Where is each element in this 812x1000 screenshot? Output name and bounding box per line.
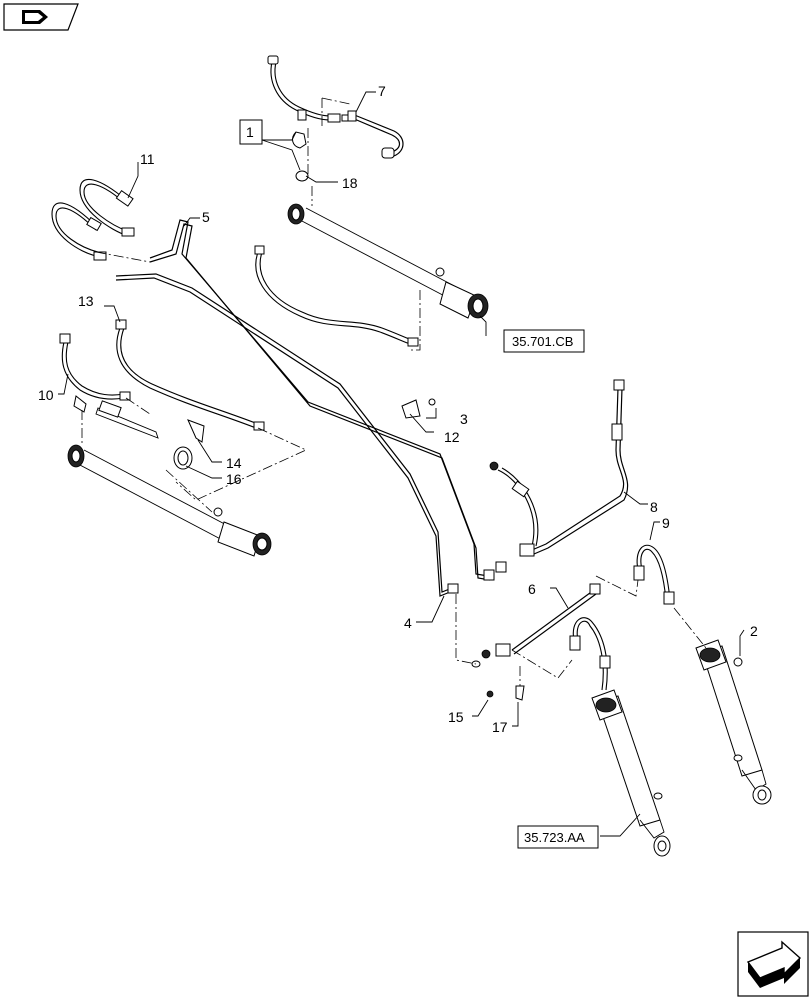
callout-9[interactable]: 9 [662,515,670,531]
callout-5[interactable]: 5 [202,209,210,225]
tube-part-4 [115,273,459,597]
callout-17[interactable]: 17 [492,719,508,735]
callout-16[interactable]: 16 [226,471,242,487]
hose-part-9 [633,544,675,605]
callout-6[interactable]: 6 [528,581,536,597]
reference-label-bottom[interactable]: 35.723.AA [524,830,585,845]
lift-cylinder-right [695,639,772,805]
callout-18[interactable]: 18 [342,175,358,191]
callout-4[interactable]: 4 [404,615,412,631]
callout-labels: 1 2 3 4 5 6 7 8 9 10 11 12 13 14 15 16 1… [38,83,758,735]
left-cylinder [67,444,272,557]
long-hose-mid [254,245,419,347]
leader-lines [58,91,745,837]
next-page-arrow-icon[interactable] [737,931,809,997]
tube-part-7 [347,110,404,159]
callout-box-1 [239,119,263,145]
book-icon[interactable] [3,3,79,31]
callout-1[interactable]: 1 [246,124,254,140]
reference-label-top[interactable]: 35.701.CB [512,334,573,349]
fitting-part-1-18 [292,109,309,182]
tube-part-8 [489,379,629,573]
hose-part-10 [59,333,131,401]
reference-box-bottom[interactable]: 35.723.AA [517,825,599,849]
hose-part-13 [115,319,265,431]
callout-10[interactable]: 10 [38,387,54,403]
fittings-15-17 [486,685,525,701]
callout-13[interactable]: 13 [78,293,94,309]
callout-8[interactable]: 8 [650,499,658,515]
left-fittings-14-16 [73,395,205,470]
hose-center-lift [569,617,611,691]
bracket-part-12 [401,398,436,419]
callout-11[interactable]: 11 [140,151,155,167]
top-cylinder [287,203,489,319]
callout-7[interactable]: 7 [378,83,386,99]
reference-lines [81,97,707,686]
hose-part-11 [79,178,135,237]
callout-2[interactable]: 2 [750,623,758,639]
lift-cylinder-left [591,689,671,857]
callout-15[interactable]: 15 [448,709,464,725]
reference-box-top[interactable]: 35.701.CB [503,329,585,353]
callout-3[interactable]: 3 [460,411,468,427]
callout-12[interactable]: 12 [444,429,460,445]
hose-loop [51,202,107,261]
callout-14[interactable]: 14 [226,455,242,471]
top-hose-assembly [267,55,351,123]
tube-part-6 [471,583,601,668]
